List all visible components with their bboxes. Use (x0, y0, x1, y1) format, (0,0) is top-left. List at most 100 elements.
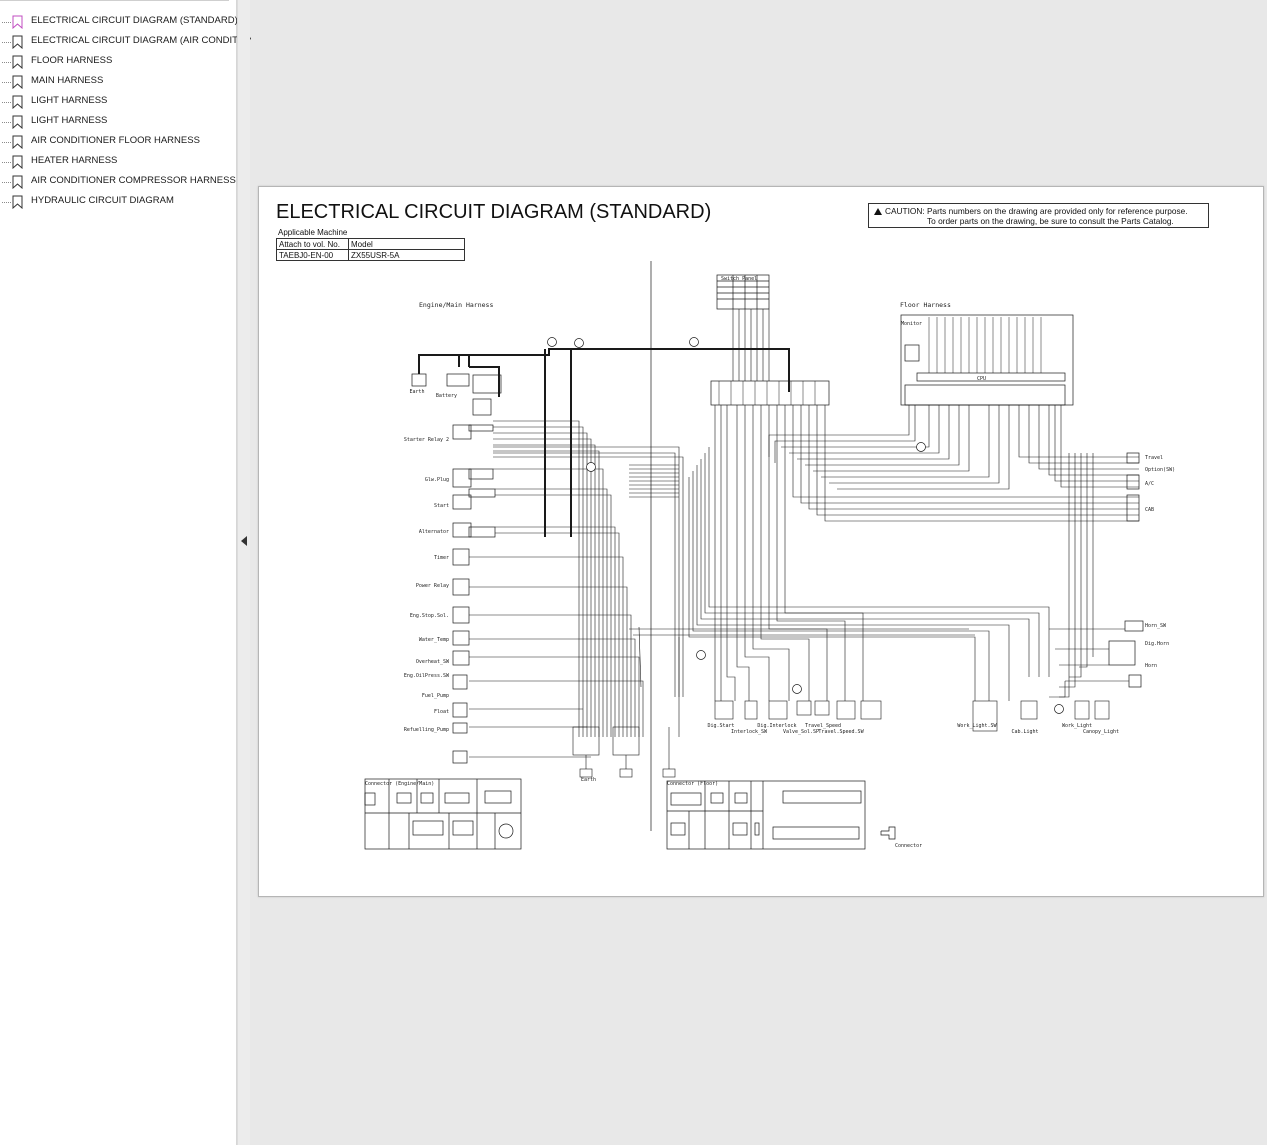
bookmark-label: AIR CONDITIONER FLOOR HARNESS (31, 135, 200, 146)
connector-legend-label: Connector (895, 843, 922, 849)
caution-line-1: CAUTION: Parts numbers on the drawing ar… (885, 206, 1188, 216)
bookmark-label: LIGHT HARNESS (31, 115, 108, 126)
bookmark-icon (12, 135, 23, 149)
bookmark-label: HEATER HARNESS (31, 155, 118, 166)
collapse-panel-arrow-icon[interactable] (240, 535, 248, 547)
component-label: Horn (1145, 663, 1157, 669)
component-label: Dig.Interlock (757, 723, 796, 729)
caution-box: CAUTION: Parts numbers on the drawing ar… (868, 203, 1209, 228)
bookmark-label: ELECTRICAL CIRCUIT DIAGRAM (AIR CONDITIO… (31, 35, 272, 46)
bookmark-icon (12, 115, 23, 129)
tree-connector (2, 142, 11, 143)
component-label: Interlock_SW (731, 729, 768, 735)
component-label: Glw.Plug (425, 477, 449, 483)
monitor-label: Monitor (901, 321, 922, 327)
component-label: Float (434, 709, 449, 715)
component-label: Travel (1145, 455, 1163, 461)
earth-label: Earth (581, 777, 596, 783)
bookmark-list: ELECTRICAL CIRCUIT DIAGRAM (STANDARD) ELE… (0, 12, 271, 212)
bookmark-label: MAIN HARNESS (31, 75, 104, 86)
tree-connector (2, 122, 11, 123)
bookmark-label: HYDRAULIC CIRCUIT DIAGRAM (31, 195, 174, 206)
caution-line-2: To order parts on the drawing, be sure t… (927, 216, 1174, 226)
component-label: Dig.Horn (1145, 641, 1169, 647)
component-label: Eng.Stop.Sol. (410, 613, 449, 619)
panel-splitter[interactable] (237, 0, 250, 1145)
bookmark-icon (12, 175, 23, 189)
bookmark-label: AIR CONDITIONER COMPRESSOR HARNESS (31, 175, 236, 186)
component-label: Water_Temp (419, 637, 449, 643)
connector-floor-label: Connector (Floor) (667, 781, 718, 787)
bookmark-item[interactable]: ELECTRICAL CIRCUIT DIAGRAM (AIR CONDITIO… (0, 32, 271, 52)
component-label: Timer (434, 555, 449, 561)
floor-harness-label: Floor Harness (900, 301, 951, 309)
warning-triangle-icon (874, 208, 882, 215)
tree-connector (2, 62, 11, 63)
table-header-vol: Attach to vol. No. (276, 238, 349, 250)
component-label: Cab.Light (1011, 729, 1038, 735)
component-label: Canopy_Light (1083, 729, 1119, 735)
engine-main-harness-label: Engine/Main Harness (419, 301, 493, 309)
component-label: Start (434, 503, 449, 509)
bookmark-icon (12, 195, 23, 209)
bookmark-icon (12, 75, 23, 89)
bookmark-item[interactable]: HEATER HARNESS (0, 152, 237, 172)
bookmarks-panel: ELECTRICAL CIRCUIT DIAGRAM (STANDARD) ELE… (0, 0, 271, 1145)
bookmark-item[interactable]: MAIN HARNESS (0, 72, 237, 92)
bookmark-label: ELECTRICAL CIRCUIT DIAGRAM (STANDARD) (31, 15, 238, 26)
component-label: Earth (409, 389, 424, 395)
page-title: ELECTRICAL CIRCUIT DIAGRAM (STANDARD) (276, 201, 712, 223)
component-label: Work_Light (1062, 723, 1092, 729)
bookmark-icon (12, 35, 23, 49)
pdf-page: ELECTRICAL CIRCUIT DIAGRAM (STANDARD) CA… (258, 186, 1264, 897)
bookmark-item[interactable]: ELECTRICAL CIRCUIT DIAGRAM (STANDARD) (0, 12, 238, 32)
table-cell-model: ZX55USR-5A (348, 249, 465, 261)
component-label: Option(SW) (1145, 467, 1175, 473)
component-label: Battery (436, 393, 457, 399)
cpu-label: CPU (977, 376, 986, 382)
bookmark-label: FLOOR HARNESS (31, 55, 113, 66)
connector-engine-label: Connector (Engine/Main) (365, 781, 434, 787)
applicable-machine-label: Applicable Machine (278, 228, 348, 237)
bookmark-item[interactable]: FLOOR HARNESS (0, 52, 237, 72)
bookmark-item[interactable]: LIGHT HARNESS (0, 112, 237, 132)
bookmark-label: LIGHT HARNESS (31, 95, 108, 106)
tree-connector (2, 82, 11, 83)
table-cell-vol: TAEBJ0-EN-00 (276, 249, 349, 261)
component-label: Valve_Sol.SP (783, 729, 819, 735)
bookmark-icon (12, 55, 23, 69)
switch-panel-label: Switch Panel (721, 276, 757, 282)
component-label: CAB (1145, 507, 1154, 513)
panel-divider (0, 0, 229, 1)
component-label: Travel_Speed (805, 723, 841, 729)
component-label: Fuel_Pump (422, 693, 449, 699)
applicable-machine-table: Attach to vol. No. Model TAEBJ0-EN-00 ZX… (276, 238, 465, 261)
component-label: Dig.Start (707, 723, 734, 729)
component-label: Alternator (419, 529, 449, 535)
circuit-diagram: Engine/Main Harness Floor Harness Monito… (364, 261, 1175, 850)
bookmark-item[interactable]: LIGHT HARNESS (0, 92, 237, 112)
bookmark-icon (12, 15, 23, 29)
tree-connector (2, 162, 11, 163)
bookmark-icon (12, 155, 23, 169)
component-label: Eng.OilPress.SW (404, 673, 450, 679)
component-label: Travel.Speed.SW (818, 729, 864, 735)
tree-connector (2, 22, 11, 23)
component-label: Refuelling_Pump (404, 727, 449, 733)
bookmark-item[interactable]: AIR CONDITIONER COMPRESSOR HARNESS (0, 172, 237, 192)
tree-connector (2, 202, 11, 203)
tree-connector (2, 182, 11, 183)
component-label: Horn_SW (1145, 623, 1167, 629)
bookmark-item[interactable]: AIR CONDITIONER FLOOR HARNESS (0, 132, 237, 152)
bookmark-item[interactable]: HYDRAULIC CIRCUIT DIAGRAM (0, 192, 237, 212)
component-label: Starter Relay 2 (404, 437, 449, 443)
bookmark-icon (12, 95, 23, 109)
component-label: Overheat_SW (416, 659, 450, 665)
component-label: Work_Light.SW (957, 723, 997, 729)
component-label: Power Relay (416, 583, 449, 589)
tree-connector (2, 102, 11, 103)
tree-connector (2, 42, 11, 43)
component-label: A/C (1145, 481, 1154, 487)
table-header-model: Model (348, 238, 465, 250)
